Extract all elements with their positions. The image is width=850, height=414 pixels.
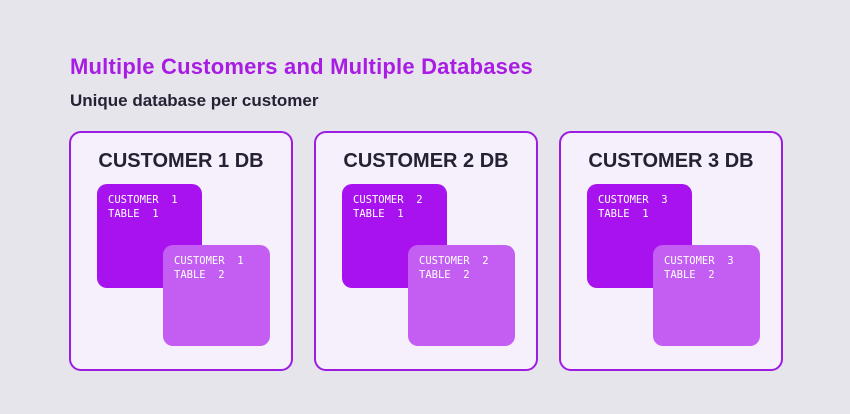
customer-1-db-card: CUSTOMER 1 DB CUSTOMER 1 TABLE 1 CUSTOME… (69, 131, 293, 371)
customer-2-db-title: CUSTOMER 2 DB (343, 150, 509, 172)
customer-3-db-title: CUSTOMER 3 DB (588, 150, 754, 172)
customer-3-db-card: CUSTOMER 3 DB CUSTOMER 3 TABLE 1 CUSTOME… (559, 131, 783, 371)
page-subtitle: Unique database per customer (70, 91, 319, 110)
database-cards-row: CUSTOMER 1 DB CUSTOMER 1 TABLE 1 CUSTOME… (69, 131, 783, 371)
customer-1-table-2-box: CUSTOMER 1 TABLE 2 (163, 245, 270, 346)
customer-3-table-1-label: CUSTOMER 3 TABLE 1 (598, 194, 668, 220)
customer-1-table-2-label: CUSTOMER 1 TABLE 2 (174, 255, 244, 281)
customer-2-table-2-label: CUSTOMER 2 TABLE 2 (419, 255, 489, 281)
customer-1-table-1-box: CUSTOMER 1 TABLE 1 (97, 184, 202, 288)
customer-1-db-title: CUSTOMER 1 DB (98, 150, 264, 172)
customer-2-table-2-box: CUSTOMER 2 TABLE 2 (408, 245, 515, 346)
customer-2-table-1-label: CUSTOMER 2 TABLE 1 (353, 194, 423, 220)
customer-3-table-2-label: CUSTOMER 3 TABLE 2 (664, 255, 734, 281)
customer-3-table-2-box: CUSTOMER 3 TABLE 2 (653, 245, 760, 346)
customer-2-db-card: CUSTOMER 2 DB CUSTOMER 2 TABLE 1 CUSTOME… (314, 131, 538, 371)
customer-1-table-1-label: CUSTOMER 1 TABLE 1 (108, 194, 178, 220)
page-title: Multiple Customers and Multiple Database… (70, 54, 533, 79)
